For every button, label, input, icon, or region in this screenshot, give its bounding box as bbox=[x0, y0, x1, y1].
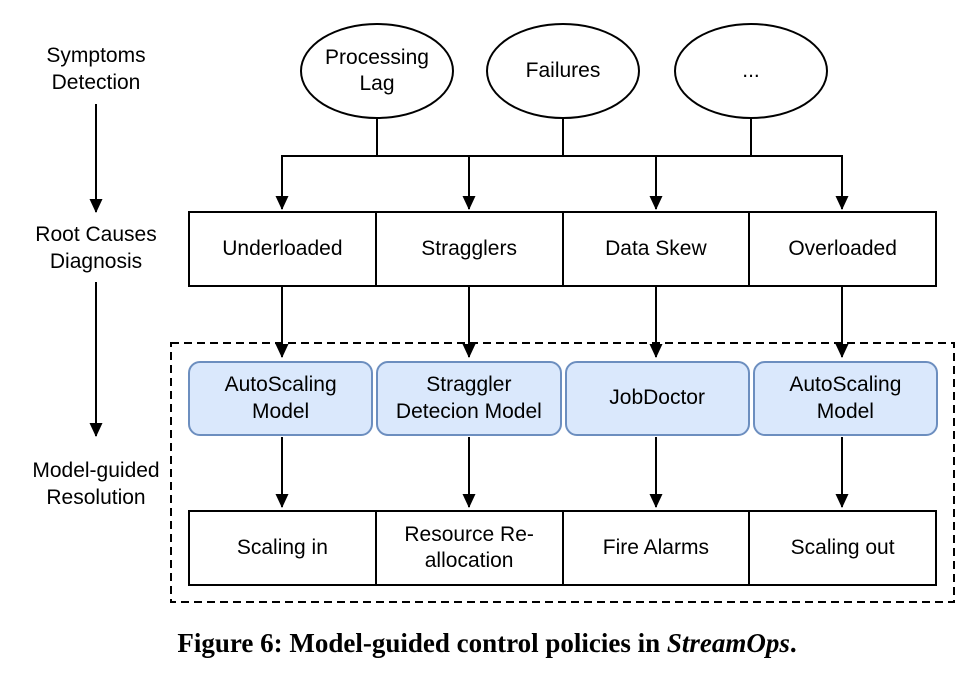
model-label: AutoScaling Model bbox=[789, 373, 902, 423]
resolutions-row: Scaling in Resource Re-allocation Fire A… bbox=[188, 510, 937, 586]
root-cause-label: Stragglers bbox=[421, 236, 517, 260]
model-label: Straggler Detecion Model bbox=[395, 373, 542, 423]
stage-label-model-guided-resolution: Model-guided Resolution bbox=[16, 457, 176, 512]
resolution-label: Resource Re-allocation bbox=[404, 522, 534, 572]
resolution-label: Fire Alarms bbox=[602, 535, 709, 559]
root-cause-label: Data Skew bbox=[605, 236, 707, 260]
root-cause-label: Overloaded bbox=[788, 236, 897, 260]
model-box-autoscaling-left: AutoScaling Model bbox=[188, 361, 374, 436]
symptom-ellipse-failures: Failures bbox=[486, 23, 640, 119]
model-row: AutoScaling Model Straggler Detecion Mod… bbox=[188, 361, 938, 436]
stage-label-root-causes-diagnosis: Root Causes Diagnosis bbox=[16, 221, 176, 276]
resolution-label: Scaling out bbox=[790, 535, 895, 559]
root-cause-label: Underloaded bbox=[222, 236, 343, 260]
model-guided-dashed-region bbox=[170, 342, 955, 603]
root-cause-box-data-skew: Data Skew bbox=[561, 211, 751, 287]
caption-emphasis: StreamOps bbox=[666, 628, 790, 658]
model-box-autoscaling-right: AutoScaling Model bbox=[752, 361, 938, 436]
model-box-straggler-detection: Straggler Detecion Model bbox=[376, 361, 562, 436]
model-label: JobDoctor bbox=[609, 386, 705, 410]
symptom-ellipse-processing-lag: Processing Lag bbox=[300, 23, 454, 119]
resolution-box-scaling-in: Scaling in bbox=[188, 510, 377, 586]
root-causes-row: Underloaded Stragglers Data Skew Overloa… bbox=[188, 211, 937, 287]
root-cause-box-stragglers: Stragglers bbox=[374, 211, 564, 287]
resolution-box-fire-alarms: Fire Alarms bbox=[561, 510, 751, 586]
symptom-label: Failures bbox=[525, 58, 601, 82]
resolution-box-scaling-out: Scaling out bbox=[748, 510, 937, 586]
stage-label-symptoms-detection: Symptoms Detection bbox=[16, 42, 176, 97]
model-box-jobdoctor: JobDoctor bbox=[564, 361, 750, 436]
symptom-ellipse-other: ... bbox=[674, 23, 828, 119]
model-label: AutoScaling Model bbox=[224, 373, 337, 423]
stage-label-text: Root Causes Diagnosis bbox=[35, 223, 157, 274]
caption-suffix: . bbox=[789, 628, 797, 658]
resolution-label: Scaling in bbox=[236, 535, 328, 559]
root-cause-box-overloaded: Overloaded bbox=[748, 211, 937, 287]
stage-label-text: Model-guided Resolution bbox=[32, 459, 160, 510]
resolution-box-resource-reallocation: Resource Re-allocation bbox=[374, 510, 564, 586]
symptom-label: ... bbox=[742, 58, 760, 82]
symptom-label: Processing Lag bbox=[325, 45, 429, 95]
caption-prefix: Figure 6: Model-guided control policies … bbox=[177, 628, 667, 658]
stage-label-text: Symptoms Detection bbox=[46, 44, 146, 95]
figure-caption: Figure 6: Model-guided control policies … bbox=[0, 628, 974, 659]
root-cause-box-underloaded: Underloaded bbox=[188, 211, 377, 287]
